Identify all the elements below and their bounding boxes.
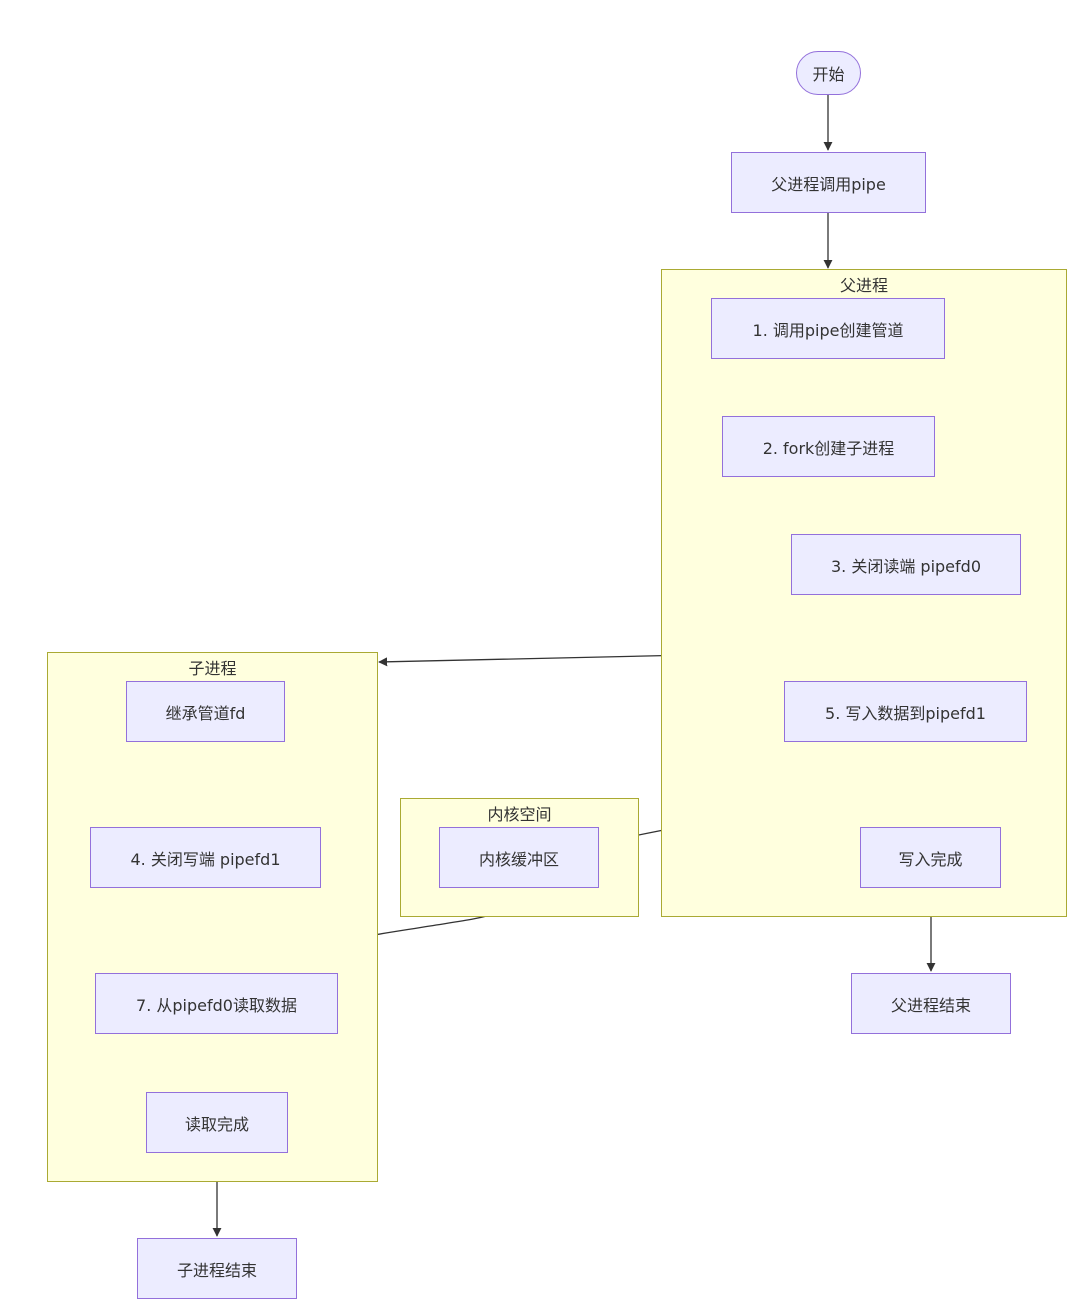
node-inherit-fd: 继承管道fd: [126, 681, 285, 742]
cluster-kernel-title: 内核空间: [487, 805, 552, 824]
node-create-pipe: 1. 调用pipe创建管道: [711, 298, 945, 359]
node-write-done: 写入完成: [860, 827, 1001, 888]
node-kernel-buffer: 内核缓冲区: [439, 827, 599, 888]
node-read-data: 7. 从pipefd0读取数据: [95, 973, 338, 1034]
node-close-write-end: 4. 关闭写端 pipefd1: [90, 827, 321, 888]
node-parent-call-pipe: 父进程调用pipe: [731, 152, 926, 213]
node-read-done: 读取完成: [146, 1092, 288, 1153]
cluster-parent-title: 父进程: [839, 276, 888, 295]
node-child-end: 子进程结束: [137, 1238, 297, 1299]
node-write-data: 5. 写入数据到pipefd1: [784, 681, 1027, 742]
node-parent-end: 父进程结束: [851, 973, 1011, 1034]
node-fork-child: 2. fork创建子进程: [722, 416, 935, 477]
cluster-child-title: 子进程: [188, 659, 237, 678]
node-start: 开始: [796, 51, 861, 95]
node-close-read-end: 3. 关闭读端 pipefd0: [791, 534, 1021, 595]
